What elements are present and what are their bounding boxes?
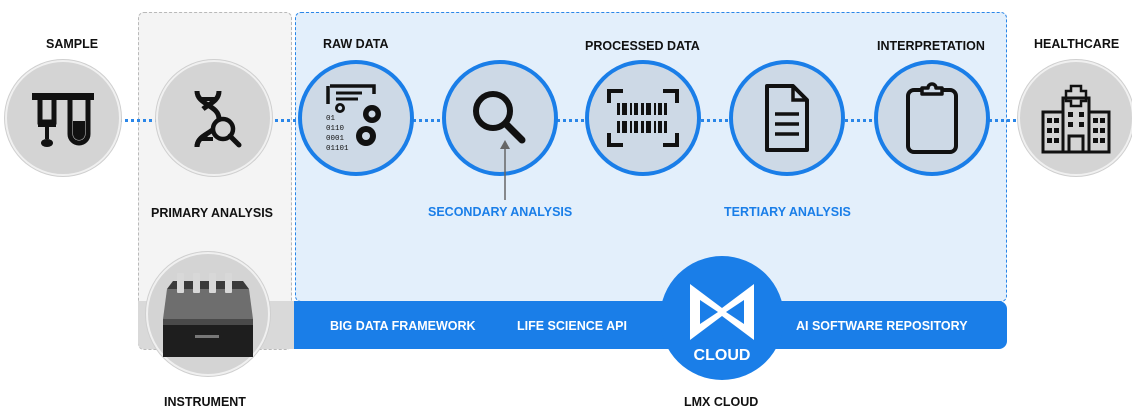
cloud-band [294,301,1007,349]
data-gears-icon: 01 0110 0001 01101 [326,84,381,153]
raw-data-line-1: 01 [326,115,336,123]
healthcare-node [1018,60,1132,176]
band-life-science-api: LIFE SCIENCE API [517,319,627,333]
label-lmx-cloud: LMX CLOUD [684,395,759,409]
test-tubes-icon [32,93,94,147]
pointer-arrow [500,140,510,200]
instrument-node [146,252,270,376]
raw-data-line-4: 01101 [326,145,349,153]
tertiary-analysis-node [729,60,845,176]
label-healthcare: HEALTHCARE [1034,37,1120,51]
pipeline-connector [40,119,1100,122]
label-instrument: INSTRUMENT [164,395,246,409]
sample-node [5,60,121,176]
label-tertiary-analysis: TERTIARY ANALYSIS [724,205,851,219]
barcode-icon [607,89,679,147]
lmx-cloud-logo: CLOUD [660,256,784,380]
document-icon [765,84,809,152]
label-processed-data: PROCESSED DATA [585,39,700,53]
label-secondary-analysis: SECONDARY ANALYSIS [428,205,573,219]
raw-data-node: 01 0110 0001 01101 [298,60,414,176]
instrument-device-icon [163,273,253,357]
label-sample: SAMPLE [46,37,99,51]
secondary-analysis-node [442,60,558,176]
cloud-logo-text: CLOUD [694,347,751,364]
dna-search-icon [194,90,242,148]
label-interpretation: INTERPRETATION [877,39,985,53]
magnifier-icon [473,91,526,144]
processed-data-node [585,60,701,176]
lmx-logo-icon: CLOUD [690,284,754,364]
raw-data-line-3: 0001 [326,135,345,143]
raw-data-line-2: 0110 [326,125,345,133]
clipboard-icon [906,82,958,154]
primary-analysis-node [156,60,272,176]
band-ai-repository: AI SOFTWARE REPOSITORY [796,319,968,333]
label-primary-analysis: PRIMARY ANALYSIS [151,206,274,220]
interpretation-node [874,60,990,176]
hospital-icon [1041,84,1111,154]
band-big-data: BIG DATA FRAMEWORK [330,319,476,333]
label-raw-data: RAW DATA [323,37,389,51]
